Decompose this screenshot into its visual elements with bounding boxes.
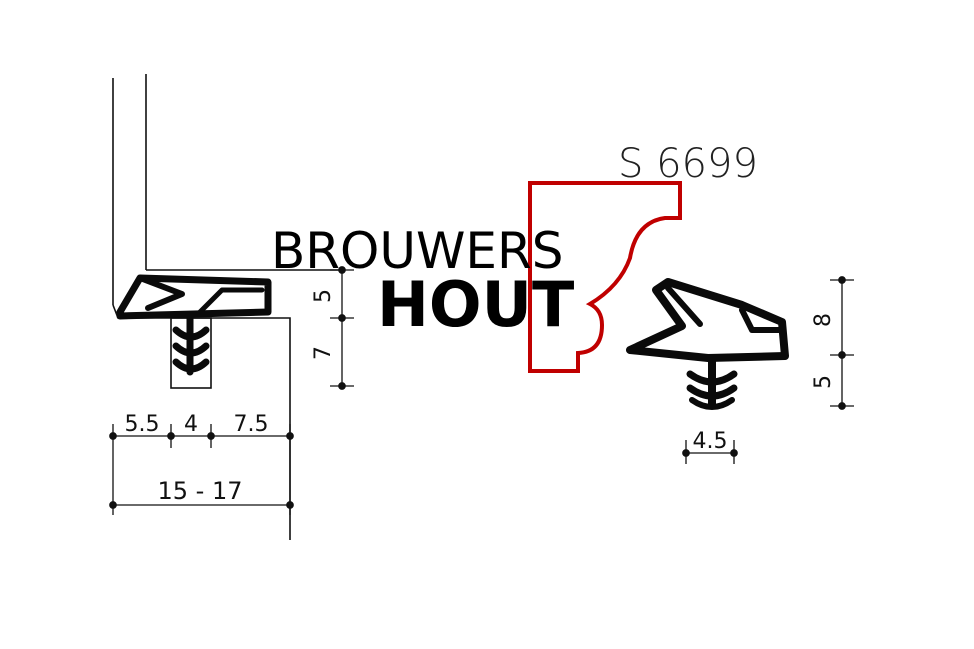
dim-label-8: 8	[811, 313, 836, 327]
dim-label-5-right: 5	[811, 375, 836, 389]
dim-label-5-left: 5	[311, 289, 336, 303]
left-vertical-dimension	[330, 266, 354, 390]
bottom-dimensions	[109, 424, 294, 515]
dim-label-7-left: 7	[311, 346, 336, 360]
logo-line-2: HOUT	[377, 268, 574, 341]
seal-left	[116, 274, 272, 376]
right-horizontal-dimension	[682, 440, 738, 464]
dim-label-7-5: 7.5	[234, 412, 269, 437]
logo-line-1: BROUWERS	[271, 222, 564, 280]
dim-label-4: 4	[184, 412, 198, 437]
dim-label-5-5: 5.5	[125, 412, 160, 437]
right-vertical-dimension	[830, 276, 854, 410]
seal-right	[626, 278, 789, 410]
product-code: S 6699	[618, 141, 758, 187]
dim-label-4-5: 4.5	[693, 429, 728, 454]
logo-frame-outline	[528, 181, 682, 373]
dim-label-range: 15 - 17	[158, 477, 243, 505]
